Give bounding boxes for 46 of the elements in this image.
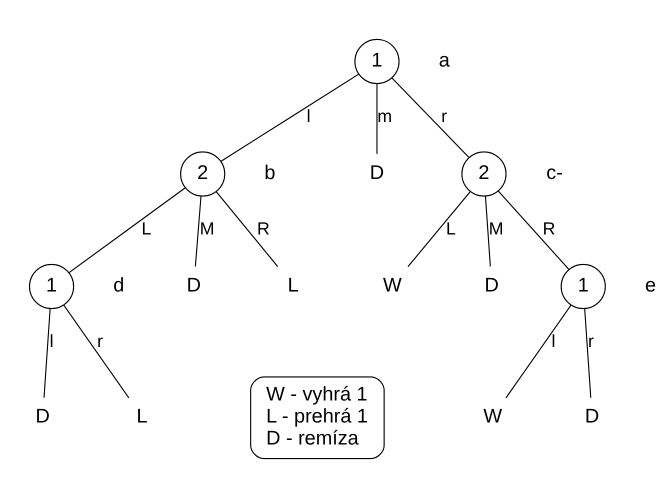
edge-label: l — [50, 330, 54, 350]
node-text: D — [584, 405, 600, 428]
node-text: D — [36, 405, 50, 428]
edge-label: r — [441, 105, 448, 126]
edge-label: R — [256, 218, 270, 238]
edge-label: r — [97, 330, 104, 350]
connector — [220, 73, 359, 162]
edge-label: R — [542, 218, 556, 238]
node-circle: 1 — [354, 38, 400, 84]
node-text: D — [186, 274, 202, 296]
connector — [68, 186, 186, 272]
node-circle: 1 — [28, 263, 74, 309]
edge-label: M — [200, 218, 214, 238]
connector — [506, 304, 572, 398]
node-text: D — [484, 274, 499, 296]
edge-label: r — [588, 330, 594, 350]
node-text: D — [370, 161, 384, 184]
node-label: b — [264, 161, 276, 184]
edge-label: l — [552, 330, 556, 350]
connector — [63, 304, 130, 398]
connector — [376, 83, 378, 154]
node-text: W — [383, 274, 402, 296]
edge-label: L — [142, 218, 152, 238]
edge-label: M — [488, 218, 504, 238]
node-circle: 2 — [461, 150, 507, 196]
node-box: W - vyhrá 1 L - prehrá 1 D - remíza — [250, 376, 385, 459]
node-label: c- — [546, 161, 563, 184]
node-text: L — [136, 405, 148, 428]
edge-label: m — [377, 105, 392, 126]
connector — [194, 196, 202, 266]
connector — [484, 196, 491, 266]
node-text: W — [483, 405, 502, 428]
node-label: a — [438, 48, 450, 71]
node-circle: 1 — [560, 263, 606, 309]
connector — [584, 308, 592, 398]
node-label: d — [113, 274, 124, 296]
connector — [391, 77, 470, 158]
connector — [408, 191, 470, 266]
connector — [43, 308, 51, 398]
node-label: e — [645, 274, 656, 296]
edge-label: L — [446, 218, 456, 238]
edge-label: l — [306, 105, 311, 126]
connector — [216, 191, 278, 266]
node-circle: 2 — [180, 150, 226, 196]
node-text: L — [288, 274, 299, 296]
connector — [498, 190, 570, 270]
